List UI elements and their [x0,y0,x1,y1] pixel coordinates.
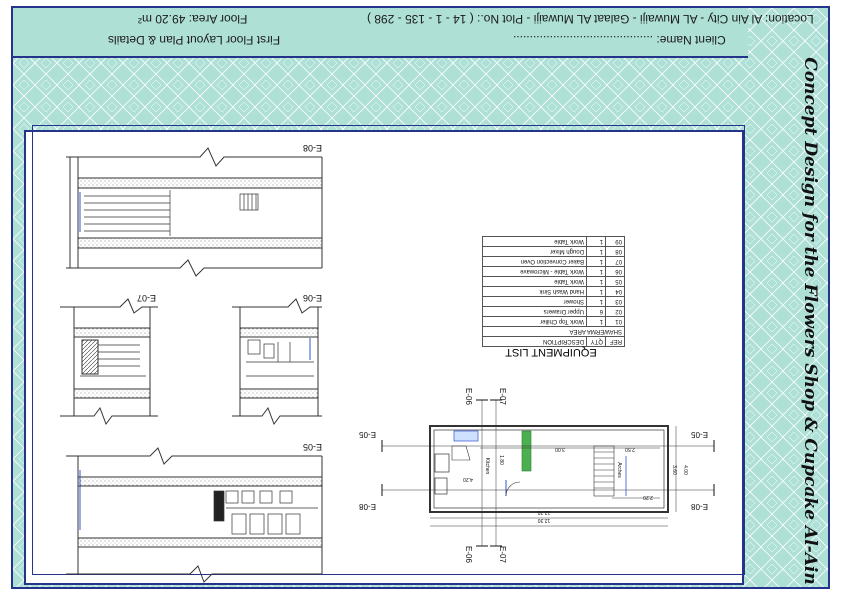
equipment-cell: Work Table - Microwave [482,266,587,277]
equipment-cell: 02 [605,306,625,317]
equipment-cell: 07 [605,256,625,267]
dim-width: 4.00 [682,465,688,475]
dim-d1: 3.00 [555,446,565,452]
drawing-frame [24,130,744,585]
equipment-cell: 01 [605,316,625,327]
equipment-cell: 6 [586,306,606,317]
dim-height: 3.60 [671,465,677,475]
equipment-group-row: SHAWERMA AREA [482,326,625,337]
equipment-cell: 1 [586,266,606,277]
equipment-cell: Baker Convection Oven [482,256,587,267]
equipment-cell: Work Table [482,276,587,287]
title-block: Location: Al Ain City - AL Muwaiji - Gal… [13,8,814,58]
section-e05 [66,447,323,583]
marker-right-bottom: E-08 [691,502,708,511]
section-e06 [232,298,322,426]
equipment-cell: 05 [605,276,625,287]
equipment-cell: REF [605,336,625,347]
marker-bottom-b: E-07 [498,546,507,563]
equipment-cell: 1 [586,296,606,307]
equipment-cell: 1 [586,246,606,257]
drawing-frame-inner [32,125,745,575]
equipment-cell: Upper Drawers [482,306,587,317]
section-e05-label: E-05 [303,442,322,452]
dim-d2: 2.50 [625,446,635,452]
dim-d4: 4.20 [463,476,473,482]
equipment-cell: 04 [605,286,625,297]
section-e08 [66,147,323,277]
marker-bottom-a: E-06 [464,546,473,563]
equipment-cell: Dough Mixer [482,246,587,257]
equipment-cell: Hand Wash Sink [482,286,587,297]
equipment-cell: 1 [586,286,606,297]
equipment-cell: 03 [605,296,625,307]
equipment-cell: Work Table [482,236,587,247]
equipment-cell: 1 [586,236,606,247]
equipment-list-title: EQUIPMENT LIST [505,346,597,358]
marker-top-b: E-07 [498,388,507,405]
plan-section-markers [381,399,715,547]
equipment-cell: QTY [586,336,606,347]
equipment-cell: 1 [586,256,606,267]
section-e07-label: E-07 [137,293,156,303]
equipment-cell: Shower [482,296,587,307]
equipment-group-cell: SHAWERMA AREA [482,326,625,337]
section-e08-label: E-08 [303,143,322,153]
dim-d3: 1.80 [498,455,504,465]
section-e07 [60,298,158,426]
plan-room-arches: Arches [616,462,622,478]
floor-plan [382,400,714,546]
dim-overall-1: 12.70 [538,509,551,515]
equipment-cell: 06 [605,266,625,277]
plan-room-kitchen: Kitchen [484,458,490,475]
marker-top-a: E-06 [464,388,473,405]
equipment-cell: 08 [605,246,625,257]
dim-overall-2: 12.30 [538,517,551,523]
equipment-cell: 1 [586,276,606,287]
marker-left-bottom: E-08 [359,502,376,511]
marker-left-top: E-05 [359,430,376,439]
equipment-cell: 09 [605,236,625,247]
section-e06-label: E-06 [303,293,322,303]
equipment-cell: DESCRIPTION [482,336,587,347]
equipment-cell: 1 [586,316,606,327]
marker-right-top: E-05 [691,430,708,439]
equipment-cell: Work Top Chiller [482,316,587,327]
dim-d5: 2.20 [643,494,653,500]
